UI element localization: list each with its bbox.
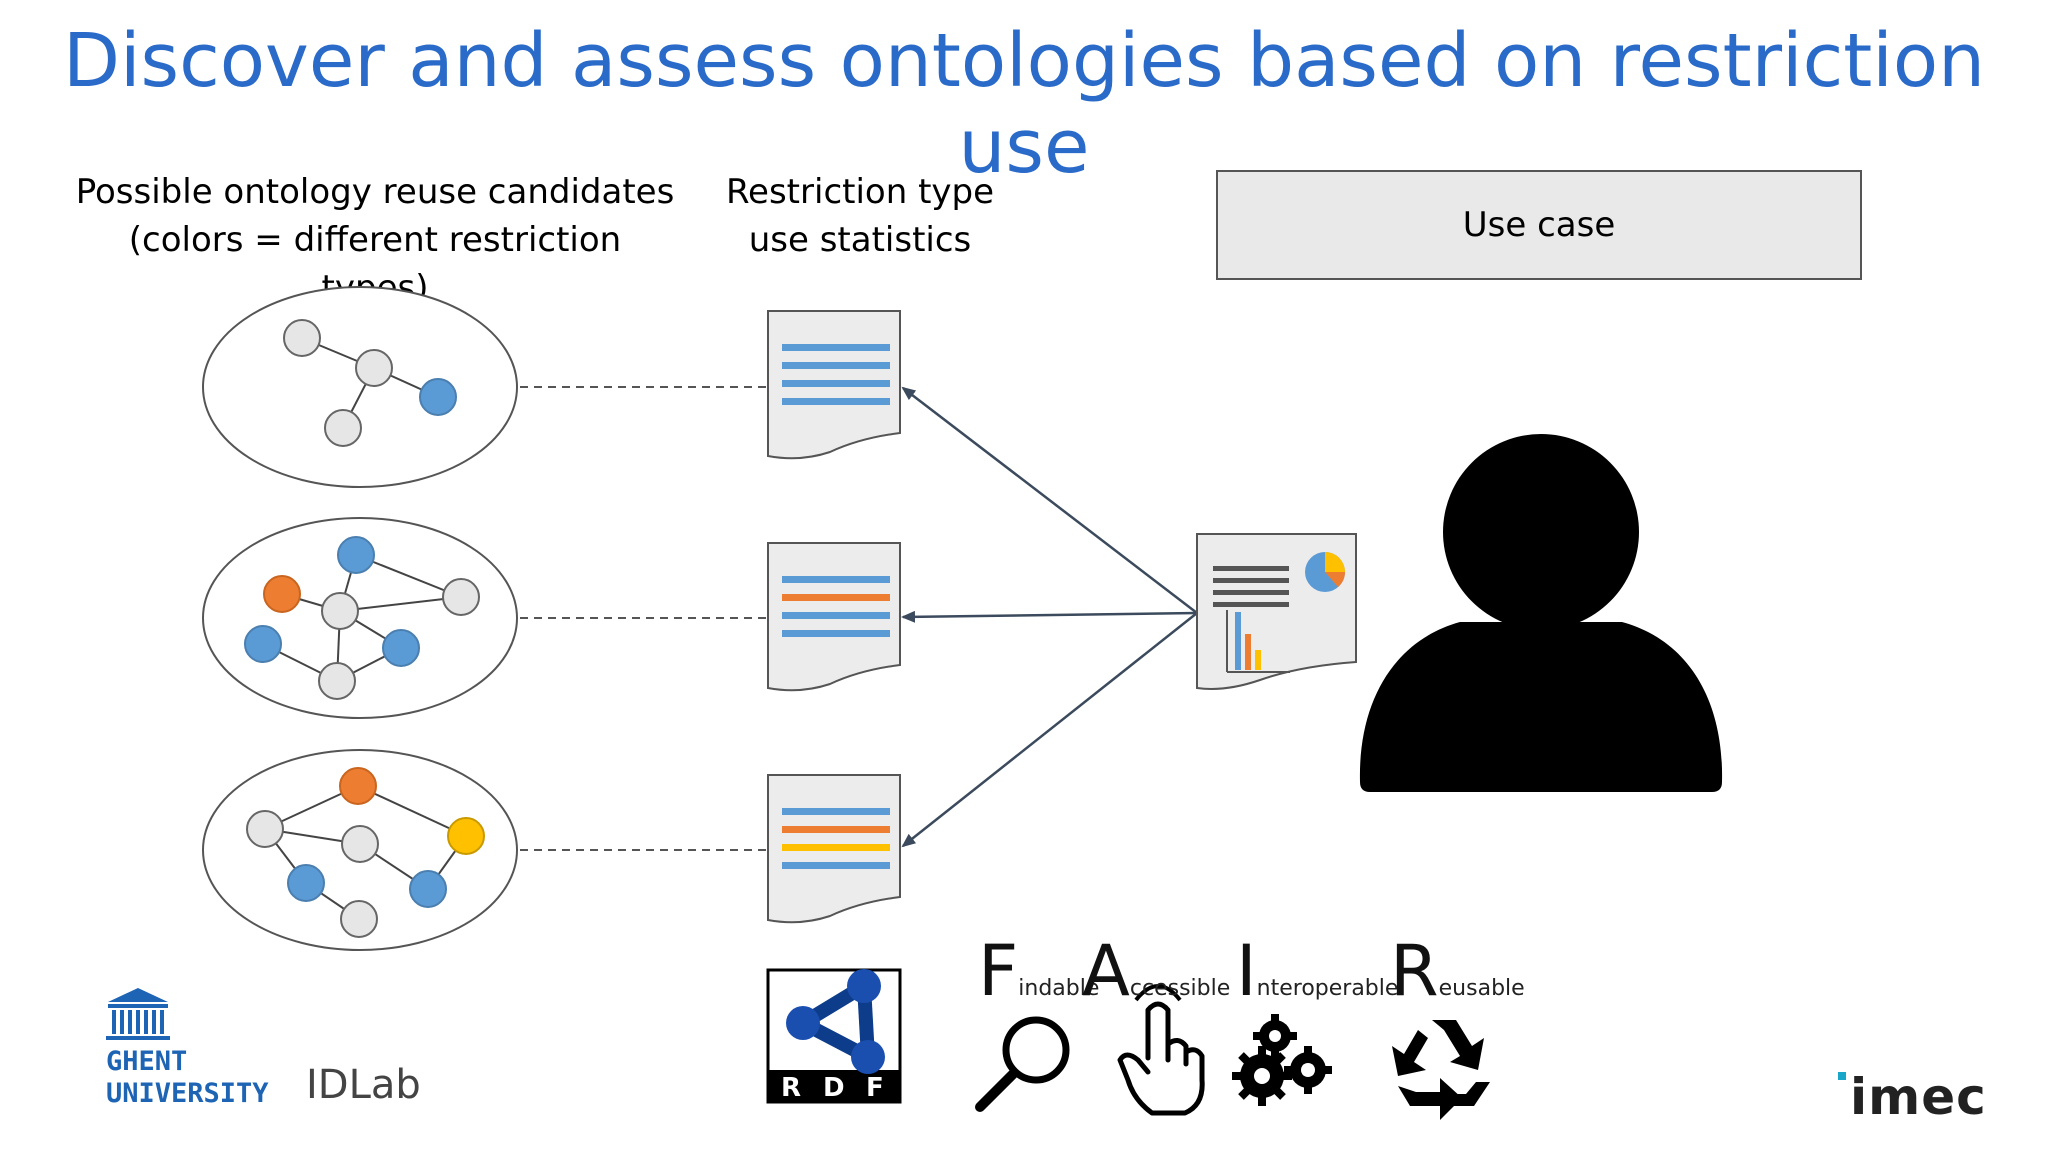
fair-letter-r: R <box>1390 930 1439 1012</box>
caption-restriction-stats: Restriction type use statistics <box>725 172 995 260</box>
graph-node <box>382 629 420 667</box>
graph-node <box>341 825 379 863</box>
graph-node <box>321 592 359 630</box>
fair-rest-reusable: eusable <box>1438 976 1525 1001</box>
graph-node <box>246 810 284 848</box>
ghent-university-label: GHENT UNIVERSITY <box>106 1046 269 1109</box>
fair-rest-accessible: ccessible <box>1129 976 1231 1001</box>
rdf-logo: R D F <box>766 968 902 1104</box>
caption-reuse-candidates: Possible ontology reuse candidates (colo… <box>75 172 675 308</box>
fair-accessible: Accessible <box>1082 930 1230 1012</box>
imec-logo: imec <box>1850 1068 1987 1126</box>
fair-letter-i: I <box>1236 930 1257 1012</box>
idlab-logo: IDLab <box>306 1062 421 1108</box>
graph-node <box>447 817 485 855</box>
rdf-letter-d: D <box>823 1073 845 1103</box>
use-case-box: Use case <box>1216 170 1862 280</box>
graph-node <box>283 319 321 357</box>
arrow-to-document-1 <box>901 386 1198 614</box>
fair-findable: Findable <box>978 930 1099 1012</box>
fair-letter-a: A <box>1082 930 1130 1012</box>
graph-node <box>409 870 447 908</box>
graph-node <box>263 575 301 613</box>
gears-icon <box>1232 1014 1332 1106</box>
graph-node <box>287 864 325 902</box>
fair-letter-f: F <box>978 930 1019 1012</box>
graph-node <box>318 662 356 700</box>
pointer-hand-icon <box>1117 984 1205 1116</box>
arrow-to-document-3 <box>901 612 1198 848</box>
rdf-letter-f: F <box>866 1073 884 1103</box>
stats-document-2 <box>767 542 901 692</box>
magnifier-icon <box>975 1016 1070 1112</box>
graph-node <box>324 409 362 447</box>
rdf-letter-r: R <box>781 1073 801 1103</box>
imec-dot <box>1838 1072 1846 1080</box>
arrow-to-document-2 <box>901 610 1198 623</box>
ghent-university-logo <box>106 988 170 1040</box>
report-document-icon <box>1196 533 1357 690</box>
graph-node <box>442 578 480 616</box>
fair-rest-findable: indable <box>1018 976 1100 1001</box>
page-title: Discover and assess ontologies based on … <box>62 18 1985 190</box>
graph-node <box>419 378 457 416</box>
user-icon <box>1359 434 1723 792</box>
ontology-candidate-1 <box>202 286 518 488</box>
ontology-candidate-3 <box>202 749 518 951</box>
graph-node <box>340 900 378 938</box>
ontology-candidate-2 <box>202 517 518 719</box>
recycle-icon <box>1392 1020 1490 1120</box>
stats-document-1 <box>767 310 901 460</box>
graph-node <box>339 767 377 805</box>
graph-node <box>337 536 375 574</box>
use-case-label: Use case <box>1462 205 1616 245</box>
graph-node <box>244 625 282 663</box>
graph-node <box>355 349 393 387</box>
fair-reusable: Reusable <box>1390 930 1525 1012</box>
fair-rest-interoperable: nteroperable <box>1256 976 1399 1001</box>
fair-interoperable: Interoperable <box>1236 930 1398 1012</box>
stats-document-3 <box>767 774 901 924</box>
